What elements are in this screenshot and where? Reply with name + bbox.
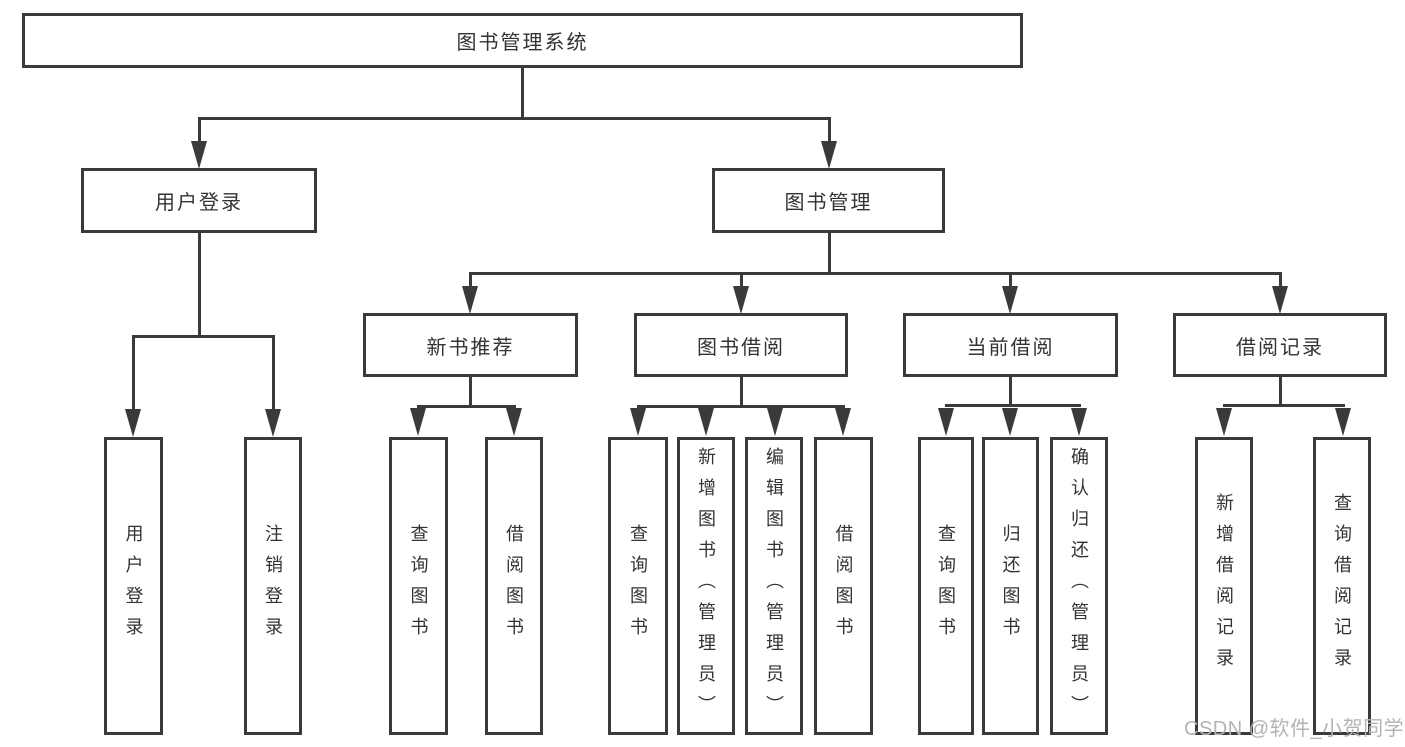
arrowhead-to-leaf-logout (265, 409, 281, 437)
connector-book-management-stem (827, 233, 831, 273)
leaf-label-add-borrow-record: 新增借阅记录 (1214, 493, 1234, 679)
arrowhead-to-add-borrow-record (1216, 408, 1232, 436)
node-box-user-login: 用户登录 (81, 168, 317, 233)
leaf-box-logout: 注销登录 (244, 437, 302, 735)
leaf-label-query-books-borrowing: 查询图书 (628, 524, 648, 648)
arrowhead-to-confirm-return-admin (1071, 408, 1087, 436)
leaf-box-add-borrow-record: 新增借阅记录 (1195, 437, 1253, 735)
leaf-box-confirm-return-admin: 确认归还（管理员） (1050, 437, 1108, 735)
connector-user-login-stem (197, 233, 201, 336)
arrowhead-to-book-borrowing (733, 286, 749, 314)
connector-to-current-borrowing-shaft (1008, 273, 1012, 288)
node-box-book-borrowing: 图书借阅 (634, 313, 848, 377)
arrowhead-to-query-books-borrowing (630, 408, 646, 436)
leaf-box-borrow-books-recommend: 借阅图书 (485, 437, 543, 735)
connector-to-book-borrowing-shaft (739, 273, 743, 288)
connector-root-to-book-management-shaft (827, 118, 831, 143)
leaf-box-add-books-admin: 新增图书（管理员） (677, 437, 735, 735)
connector-book-management-rail (468, 271, 1282, 275)
node-box-new-book-recommendation: 新书推荐 (363, 313, 578, 377)
node-label-user-login: 用户登录 (155, 192, 243, 214)
arrowhead-to-current-borrowing (1002, 286, 1018, 314)
connector-new-book-rail (416, 404, 516, 408)
arrowhead-to-new-book-recommendation (462, 286, 478, 314)
arrowhead-to-leaf-user-login (125, 409, 141, 437)
leaf-label-borrow-books-borrowing: 借阅图书 (833, 524, 854, 648)
arrowhead-to-borrowing-records (1272, 286, 1288, 314)
node-label-new-book-recommendation: 新书推荐 (426, 336, 515, 359)
node-box-borrowing-records: 借阅记录 (1173, 313, 1387, 377)
leaf-box-query-books-current: 查询图书 (918, 437, 974, 735)
connector-book-borrowing-stem (739, 377, 743, 407)
connector-to-leaf-user-login-shaft (131, 336, 135, 411)
connector-root-to-user-login-shaft (197, 118, 201, 143)
connector-to-borrowing-records-shaft (1278, 273, 1282, 288)
node-label-current-borrowing: 当前借阅 (966, 336, 1055, 359)
leaf-label-query-borrow-record: 查询借阅记录 (1332, 493, 1352, 679)
connector-book-borrowing-rail (636, 404, 845, 408)
arrowhead-to-query-books-current (938, 408, 954, 436)
arrowhead-to-borrow-books-recommend (506, 408, 522, 436)
leaf-box-edit-books-admin: 编辑图书（管理员） (745, 437, 803, 735)
leaf-label-add-books-admin: 新增图书（管理员） (696, 446, 716, 726)
node-label-book-borrowing: 图书借阅 (697, 336, 785, 359)
node-box-library-system: 图书管理系统 (22, 13, 1023, 68)
connector-borrowing-records-stem (1278, 375, 1282, 406)
leaf-box-user-login: 用户登录 (104, 437, 163, 735)
connector-current-borrowing-rail (944, 403, 1081, 407)
arrowhead-to-user-login (191, 141, 207, 169)
leaf-label-return-books: 归还图书 (1000, 524, 1021, 648)
leaf-label-query-books-recommend: 查询图书 (408, 524, 429, 648)
arrowhead-to-query-books-recommend (410, 408, 426, 436)
node-label-library-system: 图书管理系统 (456, 32, 589, 54)
leaf-label-confirm-return-admin: 确认归还（管理员） (1069, 446, 1089, 726)
connector-new-book-stem (468, 377, 472, 407)
node-label-borrowing-records: 借阅记录 (1236, 336, 1324, 359)
connector-root-stem (520, 68, 524, 118)
leaf-label-logout: 注销登录 (263, 524, 283, 648)
node-box-current-borrowing: 当前借阅 (903, 313, 1118, 377)
leaf-box-query-books-recommend: 查询图书 (389, 437, 448, 735)
connector-current-borrowing-stem (1008, 377, 1012, 406)
connector-to-new-book-shaft (468, 273, 472, 288)
leaf-box-borrow-books-borrowing: 借阅图书 (814, 437, 873, 735)
arrowhead-to-book-management (821, 141, 837, 169)
connector-root-rail (197, 116, 831, 120)
leaf-label-borrow-books-recommend: 借阅图书 (504, 524, 524, 648)
csdn-watermark: CSDN @软件_小贺同学 (1184, 718, 1405, 740)
leaf-box-query-books-borrowing: 查询图书 (608, 437, 668, 735)
leaf-box-return-books: 归还图书 (982, 437, 1039, 735)
node-label-book-management: 图书管理 (784, 192, 873, 214)
connector-borrowing-records-rail (1222, 403, 1345, 407)
arrowhead-to-return-books (1002, 408, 1018, 436)
arrowhead-to-add-books-admin (698, 408, 714, 436)
leaf-label-edit-books-admin: 编辑图书（管理员） (764, 446, 784, 726)
connector-user-login-rail (131, 334, 275, 338)
arrowhead-to-edit-books-admin (767, 408, 783, 436)
leaf-label-user-login: 用户登录 (123, 524, 144, 648)
node-box-book-management: 图书管理 (712, 168, 945, 233)
connector-to-leaf-logout-shaft (271, 336, 275, 411)
leaf-label-query-books-current: 查询图书 (936, 524, 956, 648)
arrowhead-to-borrow-books-borrowing (835, 408, 851, 436)
arrowhead-to-query-borrow-record (1335, 408, 1351, 436)
leaf-box-query-borrow-record: 查询借阅记录 (1313, 437, 1371, 735)
